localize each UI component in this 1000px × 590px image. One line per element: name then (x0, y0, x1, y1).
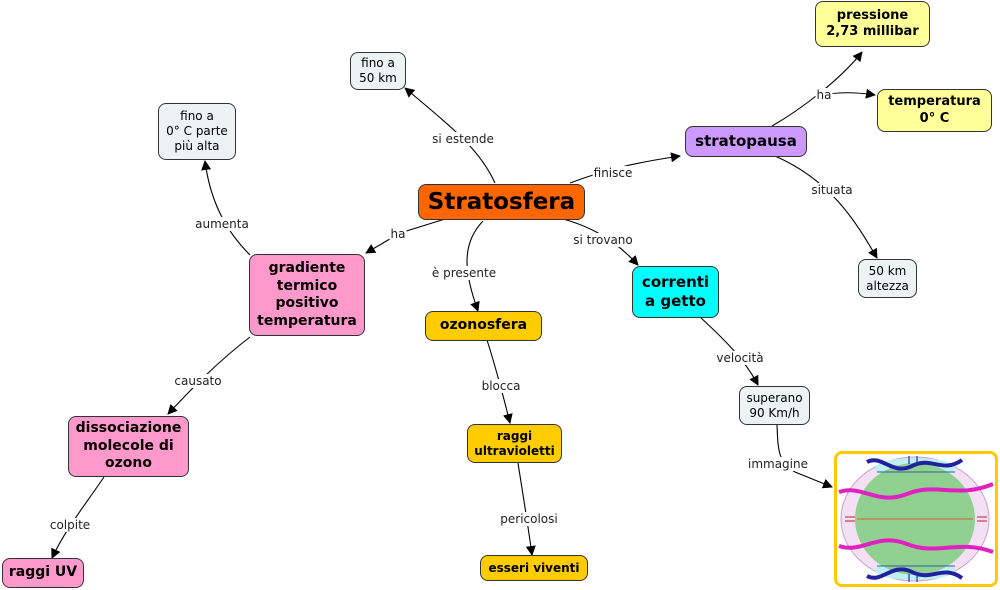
node-ozonosfera[interactable]: ozonosfera (425, 311, 542, 341)
node-temperatura[interactable]: temperatura 0° C (877, 89, 992, 132)
node-image-jet-stream[interactable] (834, 451, 998, 587)
link-label-ha: ha (389, 227, 407, 241)
node-50km-altezza[interactable]: 50 km altezza (858, 259, 917, 298)
node-pressione[interactable]: pressione 2,73 millibar (815, 1, 930, 47)
node-dissociazione[interactable]: dissociazione molecole di ozono (68, 416, 189, 477)
link-label-si-trovano: si trovano (572, 233, 634, 247)
jet-stream-diagram (838, 456, 994, 582)
edge-pericolosi (517, 462, 536, 556)
link-label-ha-stratopausa: ha (815, 88, 833, 102)
node-raggi-uv[interactable]: raggi UV (2, 558, 84, 588)
link-label-si-estende: si estende (431, 132, 495, 146)
edge-e-presente (466, 220, 484, 312)
edge-causato (167, 336, 251, 415)
link-label-immagine: immagine (746, 457, 810, 471)
link-label-blocca: blocca (480, 379, 522, 393)
node-fino-0c[interactable]: fino a 0° C parte più alta (158, 103, 236, 160)
link-label-velocita: velocità (715, 351, 765, 365)
node-superano-90kmh[interactable]: superano 90 Km/h (739, 386, 810, 425)
node-stratosfera[interactable]: Stratosfera (418, 184, 585, 220)
edge-aumenta (201, 160, 251, 256)
edge-colpite (51, 476, 105, 559)
node-gradiente-termico[interactable]: gradiente termico positivo temperatura (249, 254, 365, 336)
link-label-finisce: finisce (592, 166, 634, 180)
node-fino-50km[interactable]: fino a 50 km (350, 52, 406, 90)
link-label-aumenta: aumenta (194, 217, 250, 231)
link-label-colpite: colpite (48, 518, 92, 532)
link-label-situata: situata (810, 183, 854, 197)
node-stratopausa[interactable]: stratopausa (685, 126, 807, 157)
edge-velocita (699, 316, 759, 386)
link-label-e-presente: è presente (430, 266, 498, 280)
node-esseri-viventi[interactable]: esseri viventi (480, 555, 588, 581)
link-label-causato: causato (173, 374, 223, 388)
link-label-pericolosi: pericolosi (499, 512, 559, 526)
node-correnti-a-getto[interactable]: correnti a getto (632, 266, 719, 318)
node-raggi-ultravioletti[interactable]: raggi ultravioletti (467, 424, 562, 463)
edge-immagine (776, 424, 833, 489)
edge-situata (774, 155, 878, 259)
